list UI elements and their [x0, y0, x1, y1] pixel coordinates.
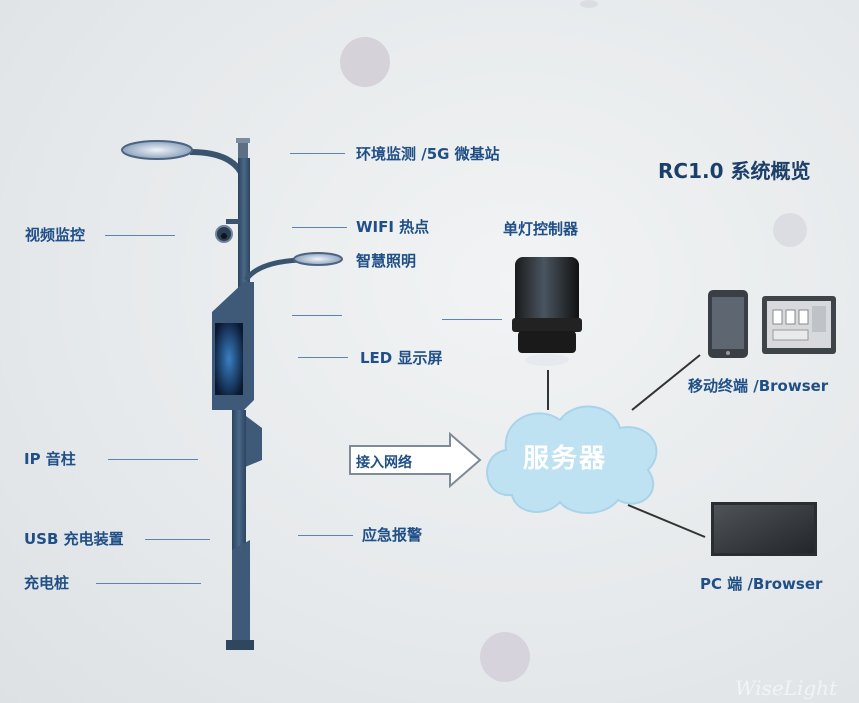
- upper-lamp-arm: [189, 149, 247, 182]
- leader-ip-speaker: [108, 459, 198, 460]
- label-video-surveillance: 视频监控: [25, 226, 86, 244]
- mobile-phone-icon: [708, 290, 748, 358]
- watermark-logo: WiseLight: [735, 676, 838, 700]
- controller-device: [512, 257, 582, 366]
- background-circle: [580, 0, 598, 8]
- background-circle: [480, 632, 530, 682]
- label-led-screen: LED 显示屏: [360, 349, 443, 367]
- server-cloud: [486, 405, 658, 514]
- line-server-mobile: [631, 354, 701, 411]
- background-circle: [773, 213, 807, 247]
- leader-video: [105, 235, 175, 236]
- env-sensor-icon: [238, 142, 248, 158]
- leader-emergency: [298, 535, 353, 536]
- pole-shaft-upper: [238, 158, 250, 313]
- label-wifi-hotspot: WIFI 热点: [356, 218, 430, 236]
- charging-box: [232, 540, 250, 640]
- leader-env: [290, 153, 345, 154]
- leader-lighting: [292, 315, 342, 316]
- smart-pole: [121, 138, 343, 650]
- label-ip-speaker: IP 音柱: [24, 450, 76, 468]
- label-emergency-alarm: 应急报警: [362, 526, 423, 544]
- label-single-lamp-controller: 单灯控制器: [503, 220, 579, 238]
- monitor-icon: [762, 296, 836, 354]
- upper-lamp-head: [121, 140, 193, 160]
- line-server-pc: [627, 504, 706, 538]
- pole-base: [226, 640, 254, 650]
- leader-led: [298, 357, 348, 358]
- label-charging-pile: 充电桩: [24, 574, 70, 592]
- label-usb-charger: USB 充电装置: [24, 530, 124, 548]
- label-smart-lighting: 智慧照明: [356, 252, 417, 270]
- background-circle: [340, 37, 390, 87]
- leader-charging: [96, 583, 201, 584]
- lower-lamp-head: [293, 252, 343, 266]
- led-screen: [215, 323, 243, 395]
- leader-wifi: [292, 227, 347, 228]
- label-pc-terminal: PC 端 /Browser: [700, 575, 823, 593]
- label-server: 服务器: [522, 444, 607, 474]
- label-network-access: 接入网络: [356, 455, 412, 471]
- label-mobile-terminal: 移动终端 /Browser: [688, 377, 829, 395]
- lower-lamp-arm: [243, 257, 301, 282]
- leader-controller: [442, 319, 502, 320]
- diagram-title: RC1.0 系统概览: [658, 159, 811, 183]
- label-env-monitoring: 环境监测 /5G 微基站: [356, 145, 500, 163]
- leader-usb: [145, 539, 210, 540]
- pc-screen-icon: [711, 502, 817, 556]
- network-arrow: [349, 431, 482, 489]
